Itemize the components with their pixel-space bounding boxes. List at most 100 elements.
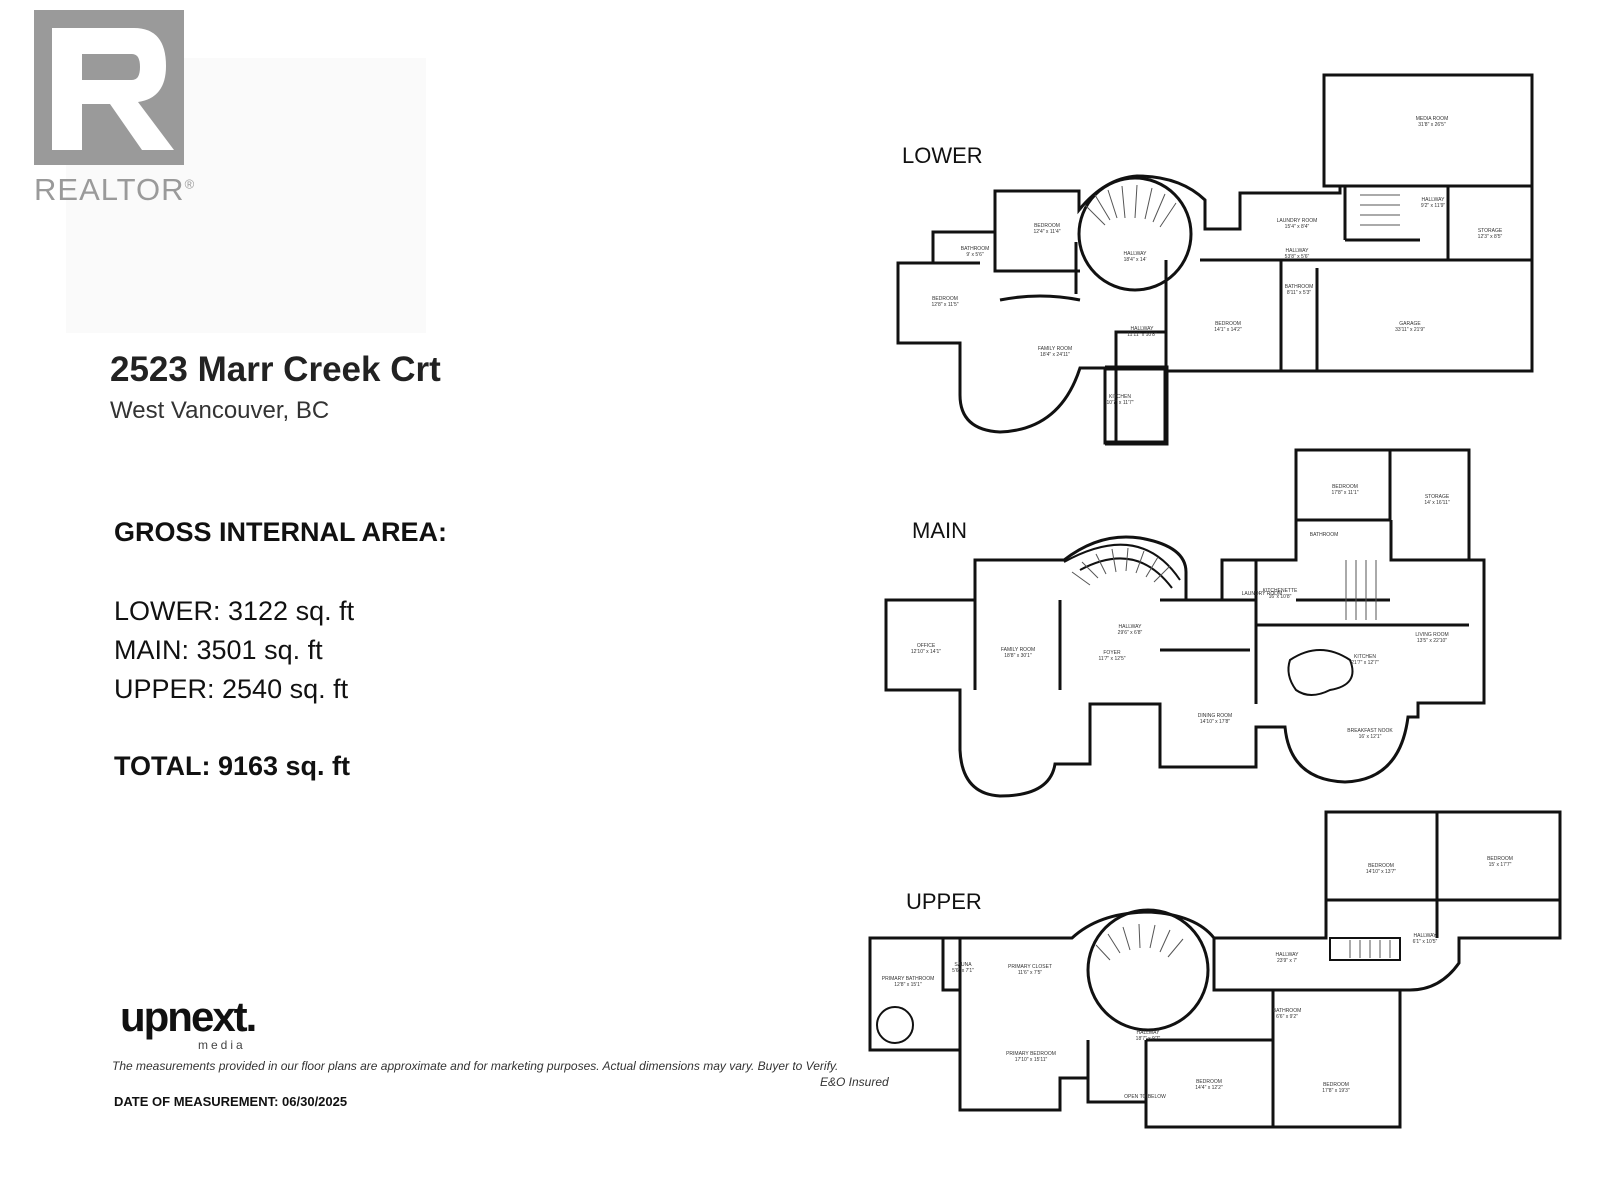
room-dims-upper: 11'6" x 7'5" <box>1018 970 1042 976</box>
room-label-lower: HALLWAY <box>1131 326 1155 332</box>
room-dims-main: 16' x 10'8" <box>1269 594 1292 600</box>
room-label-upper: HALLWAY <box>1414 933 1438 939</box>
room-label-main: HALLWAY <box>1119 624 1143 630</box>
room-label-upper: BEDROOM <box>1323 1082 1349 1088</box>
room-dims-lower: 12'4" x 11'4" <box>1033 229 1060 235</box>
room-label-lower: BEDROOM <box>1034 223 1060 229</box>
room-label-main: LAUNDRY ROOM <box>1242 591 1283 597</box>
room-dims-main: 17'8" x 11'1" <box>1331 490 1358 496</box>
room-dims-upper: 15' x 17'7" <box>1489 862 1512 868</box>
room-label-upper: SAUNA <box>954 962 972 968</box>
eo-insured-text: E&O Insured <box>820 1075 889 1089</box>
room-label-lower: GARAGE <box>1399 321 1421 327</box>
room-label-main: FOYER <box>1103 650 1121 656</box>
room-label-upper: PRIMARY CLOSET <box>1008 964 1052 970</box>
room-label-upper: BATHROOM <box>1273 1008 1302 1014</box>
room-dims-lower: 11'11" x 10'8" <box>1127 332 1157 338</box>
room-label-main: KITCHENETTE <box>1263 588 1298 594</box>
area-total: TOTAL: 9163 sq. ft <box>114 751 351 781</box>
room-dims-main: 13'5" x 22'10" <box>1417 638 1447 644</box>
room-label-lower: STORAGE <box>1478 228 1503 234</box>
room-label-main: BEDROOM <box>1332 484 1358 490</box>
gross-area-heading: GROSS INTERNAL AREA: <box>114 517 448 547</box>
room-label-upper: PRIMARY BATHROOM <box>882 976 935 982</box>
room-dims-upper: 12'8" x 15'1" <box>894 982 922 988</box>
room-label-lower: BEDROOM <box>1215 321 1241 327</box>
room-dims-upper: 17'8" x 19'3" <box>1322 1088 1350 1094</box>
room-label-upper: BEDROOM <box>1196 1079 1222 1085</box>
room-dims-main: 12'10" x 14'1" <box>911 649 941 655</box>
room-label-upper: HALLWAY <box>1276 952 1300 958</box>
room-label-main: BATHROOM <box>1310 532 1339 538</box>
room-dims-lower: 9' x 5'6" <box>966 252 984 258</box>
upnext-logo-sub: media <box>198 1038 246 1052</box>
room-label-lower: LAUNDRY ROOM <box>1277 218 1318 224</box>
room-label-main: DINING ROOM <box>1198 713 1232 719</box>
room-dims-main: 11'7" x 12'5" <box>1098 656 1125 662</box>
room-dims-upper: 5'6" x 7'1" <box>952 968 974 974</box>
room-label-upper: BEDROOM <box>1487 856 1513 862</box>
plan-main <box>884 448 1486 798</box>
room-dims-lower: 8'11" x 5'3" <box>1287 290 1311 296</box>
room-dims-main: 16' x 12'1" <box>1359 734 1382 740</box>
room-label-upper: BEDROOM <box>1368 863 1394 869</box>
room-dims-main: 14'10" x 17'8" <box>1200 719 1230 725</box>
room-dims-lower: 15'4" x 8'4" <box>1285 224 1310 230</box>
floor-label-upper: UPPER <box>906 889 982 914</box>
realtor-logo: REALTOR® <box>34 10 194 207</box>
room-label-main: KITCHEN <box>1354 654 1376 660</box>
plan-lower <box>896 73 1534 446</box>
room-label-lower: HALLWAY <box>1422 197 1446 203</box>
room-label-lower: HALLWAY <box>1124 251 1148 257</box>
area-upper: UPPER: 2540 sq. ft <box>114 674 349 704</box>
room-dims-main: 29'6" x 6'8" <box>1118 630 1143 636</box>
room-label-upper: OPEN TO BELOW <box>1124 1094 1166 1100</box>
room-label-main: LIVING ROOM <box>1415 632 1448 638</box>
room-dims-lower: 31'8" x 26'5" <box>1418 122 1446 128</box>
room-dims-lower: 18'4" x 24'11" <box>1040 352 1070 358</box>
room-label-lower: HALLWAY <box>1286 248 1310 254</box>
room-label-main: OFFICE <box>917 643 936 649</box>
room-label-main: BREAKFAST NOOK <box>1347 728 1393 734</box>
room-label-lower: FAMILY ROOM <box>1038 346 1072 352</box>
room-dims-upper: 14'10" x 13'7" <box>1366 869 1396 875</box>
room-dims-upper: 6'6" x 9'2" <box>1276 1014 1298 1020</box>
floor-label-main: MAIN <box>912 518 967 543</box>
room-dims-upper: 14'4" x 12'2" <box>1195 1085 1223 1091</box>
realtor-wordmark: REALTOR® <box>34 172 196 207</box>
area-lower: LOWER: 3122 sq. ft <box>114 596 355 626</box>
address-street: 2523 Marr Creek Crt <box>110 350 441 389</box>
room-dims-lower: 10'7" x 11'7" <box>1106 400 1133 406</box>
room-label-main: FAMILY ROOM <box>1001 647 1035 653</box>
room-dims-lower: 9'2" x 11'9" <box>1421 203 1445 209</box>
room-label-upper: PRIMARY BEDROOM <box>1006 1051 1056 1057</box>
room-dims-main: 14' x 16'11" <box>1424 500 1450 506</box>
room-dims-upper: 6'1" x 10'5" <box>1413 939 1438 945</box>
room-label-upper: HALLWAY <box>1137 1030 1161 1036</box>
room-label-lower: BATHROOM <box>961 246 990 252</box>
room-label-lower: KITCHEN <box>1109 394 1131 400</box>
room-label-main: STORAGE <box>1425 494 1450 500</box>
room-dims-lower: 12'8" x 11'5" <box>931 302 958 308</box>
room-dims-upper: 17'10" x 15'11" <box>1015 1057 1048 1063</box>
room-label-lower: BATHROOM <box>1285 284 1314 290</box>
room-dims-lower: 14'1" x 14'2" <box>1214 327 1242 333</box>
measurement-date: DATE OF MEASUREMENT: 06/30/2025 <box>114 1094 348 1109</box>
area-main: MAIN: 3501 sq. ft <box>114 635 323 665</box>
room-dims-main: 18'8" x 30'1" <box>1004 653 1032 659</box>
room-label-lower: BEDROOM <box>932 296 958 302</box>
room-dims-upper: 18'7" x 9'7" <box>1136 1036 1161 1042</box>
room-dims-lower: 33'11" x 21'9" <box>1395 327 1425 333</box>
room-dims-lower: 18'4" x 14' <box>1124 257 1147 263</box>
disclaimer-text: The measurements provided in our floor p… <box>112 1059 839 1073</box>
room-dims-main: 21'7" x 12'7" <box>1351 660 1379 666</box>
room-dims-lower: 53'8" x 5'6" <box>1285 254 1310 260</box>
realtor-r-mark <box>34 10 184 165</box>
floor-label-lower: LOWER <box>902 143 983 168</box>
upnext-logo: upnext. <box>120 993 257 1040</box>
room-label-lower: MEDIA ROOM <box>1416 116 1449 122</box>
plan-upper <box>868 810 1562 1129</box>
address-city: West Vancouver, BC <box>110 397 330 424</box>
